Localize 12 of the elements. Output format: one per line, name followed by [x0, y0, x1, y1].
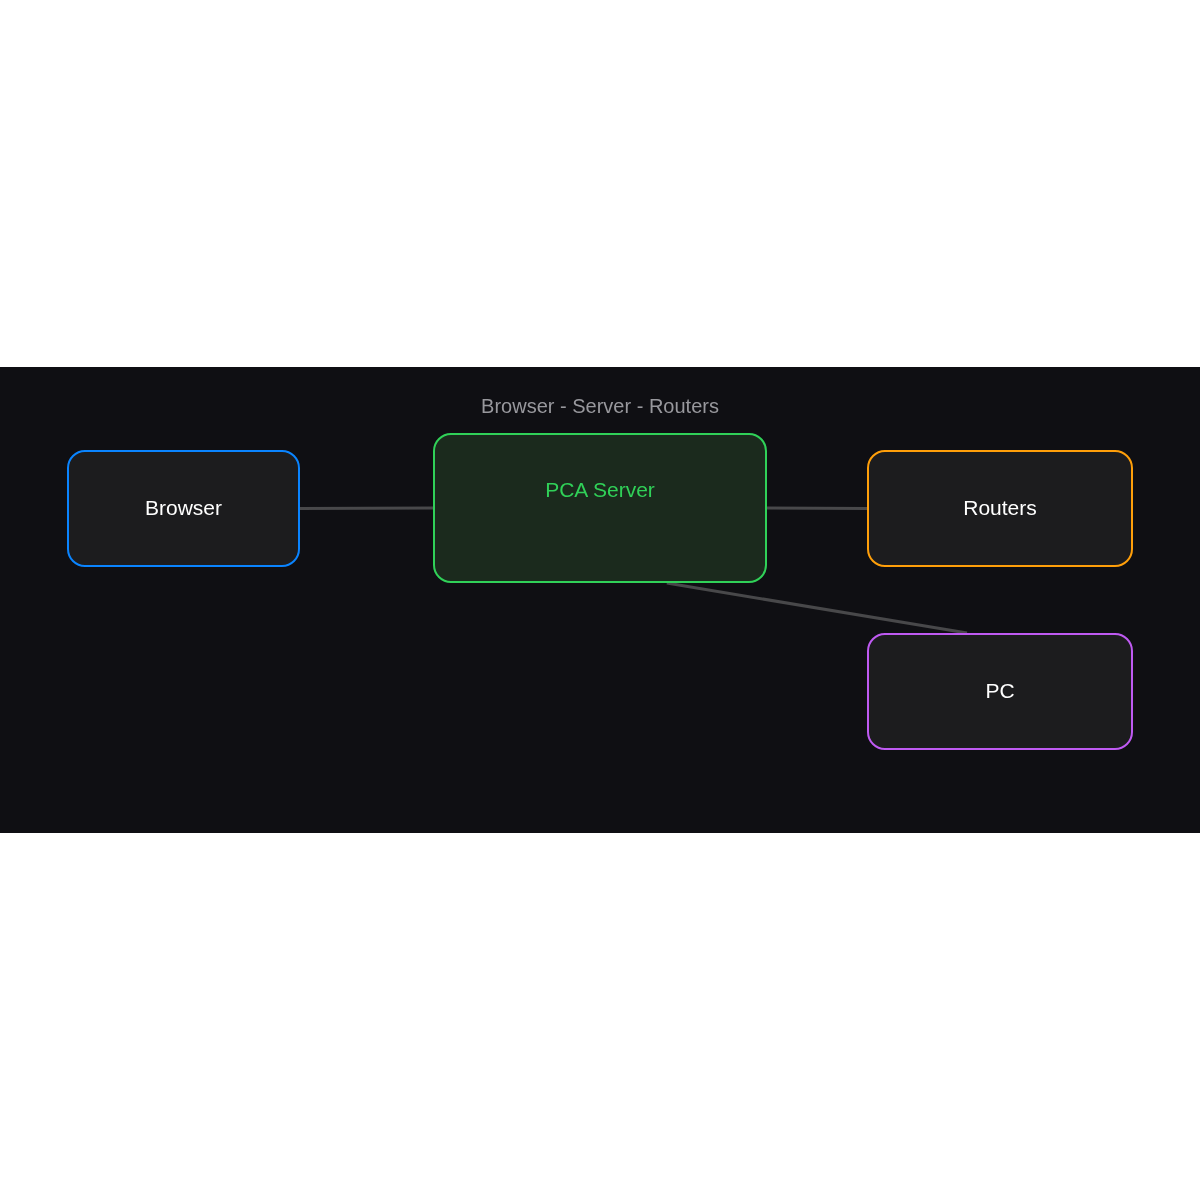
node-box — [67, 450, 300, 567]
node-label: PC — [984, 678, 1016, 705]
node-box — [867, 633, 1133, 750]
node-label: PCA Server — [544, 477, 656, 503]
node-box — [867, 450, 1133, 567]
node-label: Routers — [962, 495, 1038, 522]
node-box — [433, 433, 767, 583]
diagram-title: Browser - Server - Routers — [480, 394, 720, 419]
connector-line — [300, 506, 433, 510]
connector-line — [666, 581, 968, 635]
node-label: Browser — [144, 495, 223, 522]
connector-line — [767, 506, 867, 510]
